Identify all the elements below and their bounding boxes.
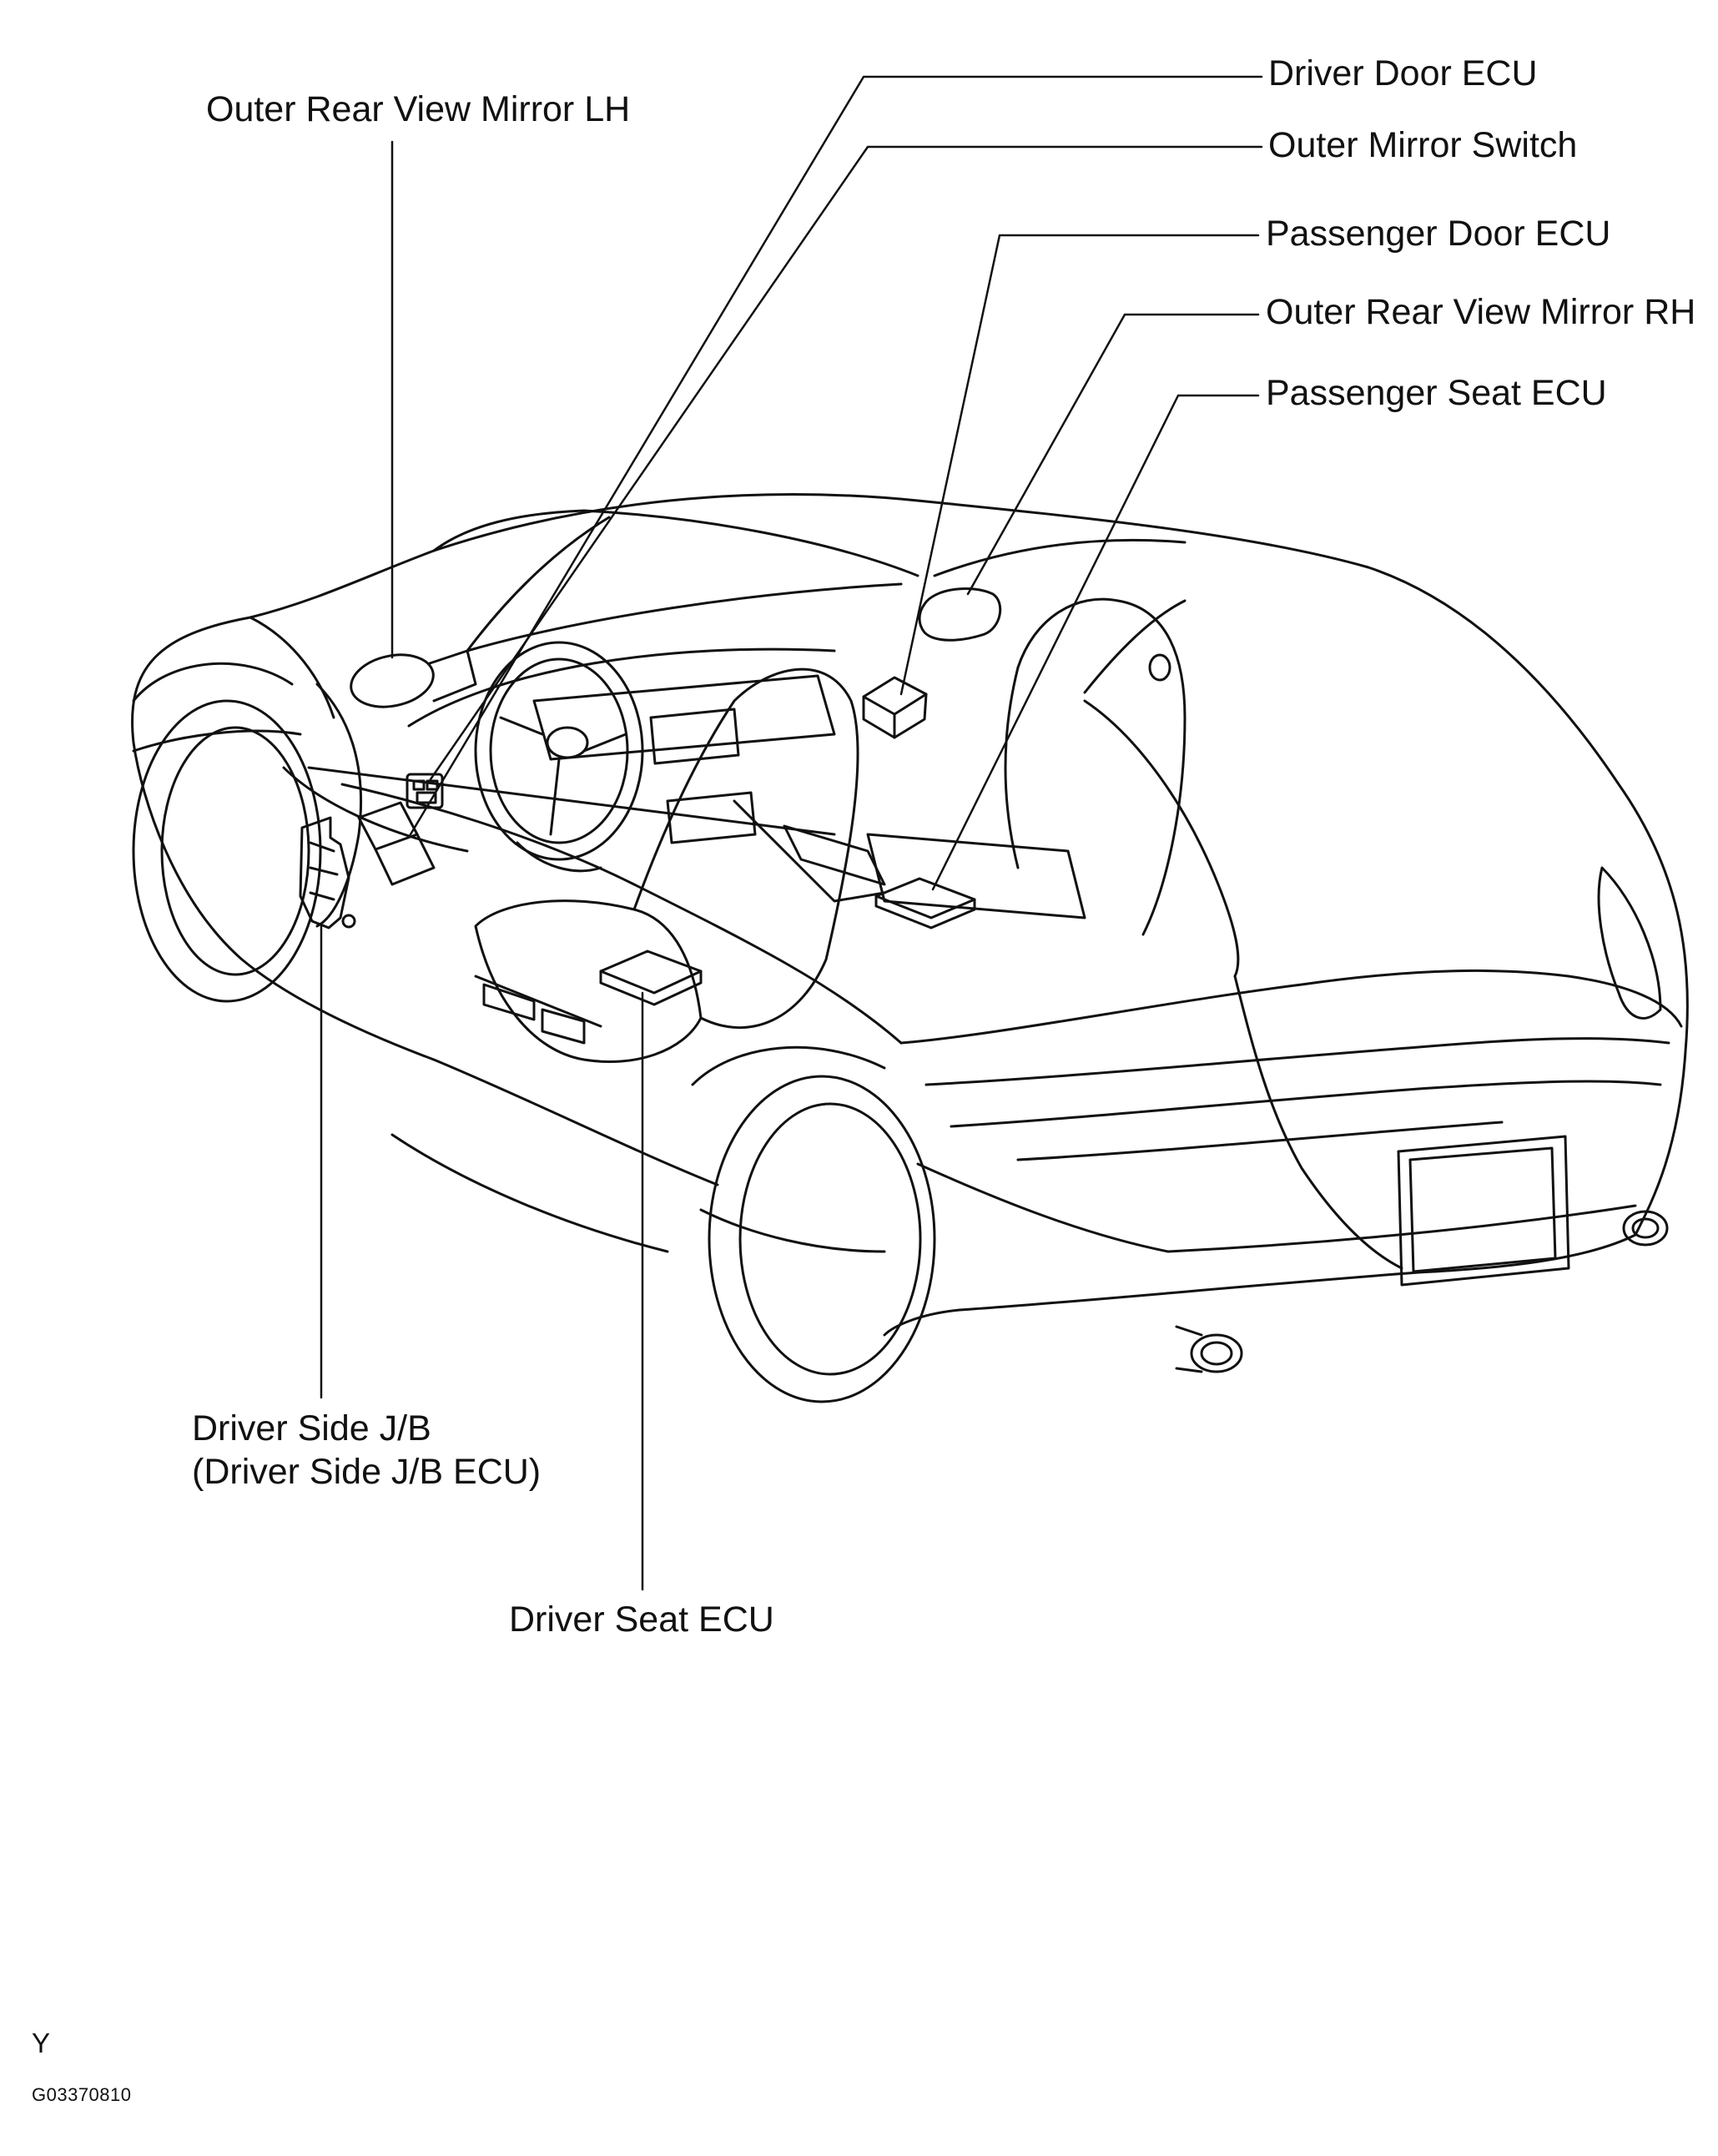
windshield-frame [432,509,1186,694]
door-opening [282,683,836,928]
label-outer-rear-view-mirror-rh: Outer Rear View Mirror RH [1266,292,1696,332]
leader-passenger-seat-ecu [931,394,1260,891]
driver-seat [474,667,859,1064]
driver-door-ecu [357,801,436,886]
outer-mirror-switch [406,773,444,809]
label-driver-side-jb: Driver Side J/B (Driver Side J/B ECU) [192,1407,541,1494]
leader-driver-door-ecu [409,75,1263,836]
center-console [733,799,886,903]
car-body-outline [131,493,1689,1337]
passenger-seat-ecu [874,877,976,929]
label-passenger-seat-ecu: Passenger Seat ECU [1266,373,1607,413]
label-outer-rear-view-mirror-lh: Outer Rear View Mirror LH [206,89,631,129]
label-driver-door-ecu: Driver Door ECU [1268,53,1538,93]
dashboard [407,647,836,844]
passenger-door-ecu [862,676,928,739]
leader-outer-mirror-switch [429,145,1263,781]
steering-wheel [474,641,644,873]
driver-seat-ecu [599,950,703,1006]
leader-mirror-rh [966,313,1260,596]
driver-side-jb [299,816,356,929]
label-driver-side-jb-line2: (Driver Side J/B ECU) [192,1452,542,1493]
outer-rear-view-mirror-rh [918,587,1002,642]
license-plate-recess [1397,1135,1570,1287]
label-driver-side-jb-line1: Driver Side J/B [192,1408,431,1448]
exhaust-tips [1175,1210,1669,1373]
front-wheel [132,662,322,1003]
footer-marker: Y [32,2028,51,2058]
passenger-seat [866,597,1186,936]
leader-passenger-door-ecu [899,234,1260,696]
outer-rear-view-mirror-lh [350,649,477,708]
label-passenger-door-ecu: Passenger Door ECU [1266,214,1611,254]
rear-wheel [691,1045,936,1403]
label-outer-mirror-switch: Outer Mirror Switch [1268,125,1578,165]
leader-lines [320,75,1263,1591]
figure-code: G03370810 [32,2084,132,2105]
label-driver-seat-ecu: Driver Seat ECU [509,1599,774,1640]
